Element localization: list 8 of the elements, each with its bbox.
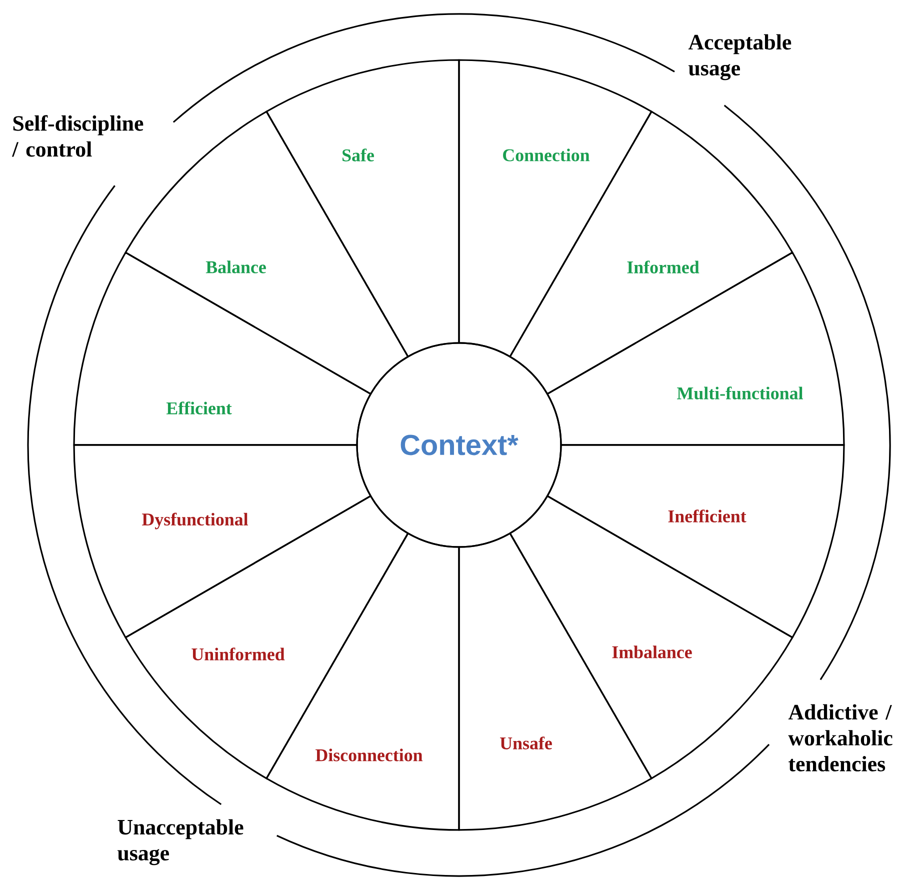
wheel-segment: Safe xyxy=(266,59,460,358)
node-label: Context* xyxy=(400,434,518,456)
wheel-segment: Inefficient xyxy=(546,444,845,638)
wheel-segment: Dysfunctional xyxy=(73,444,372,638)
ring-label: Addictive / workaholic tendencies xyxy=(788,704,892,772)
ring-label: Unacceptable usage xyxy=(118,819,244,866)
ring-label: Self-discipline / control xyxy=(12,115,144,157)
ring-label: Acceptable usage xyxy=(688,34,792,80)
